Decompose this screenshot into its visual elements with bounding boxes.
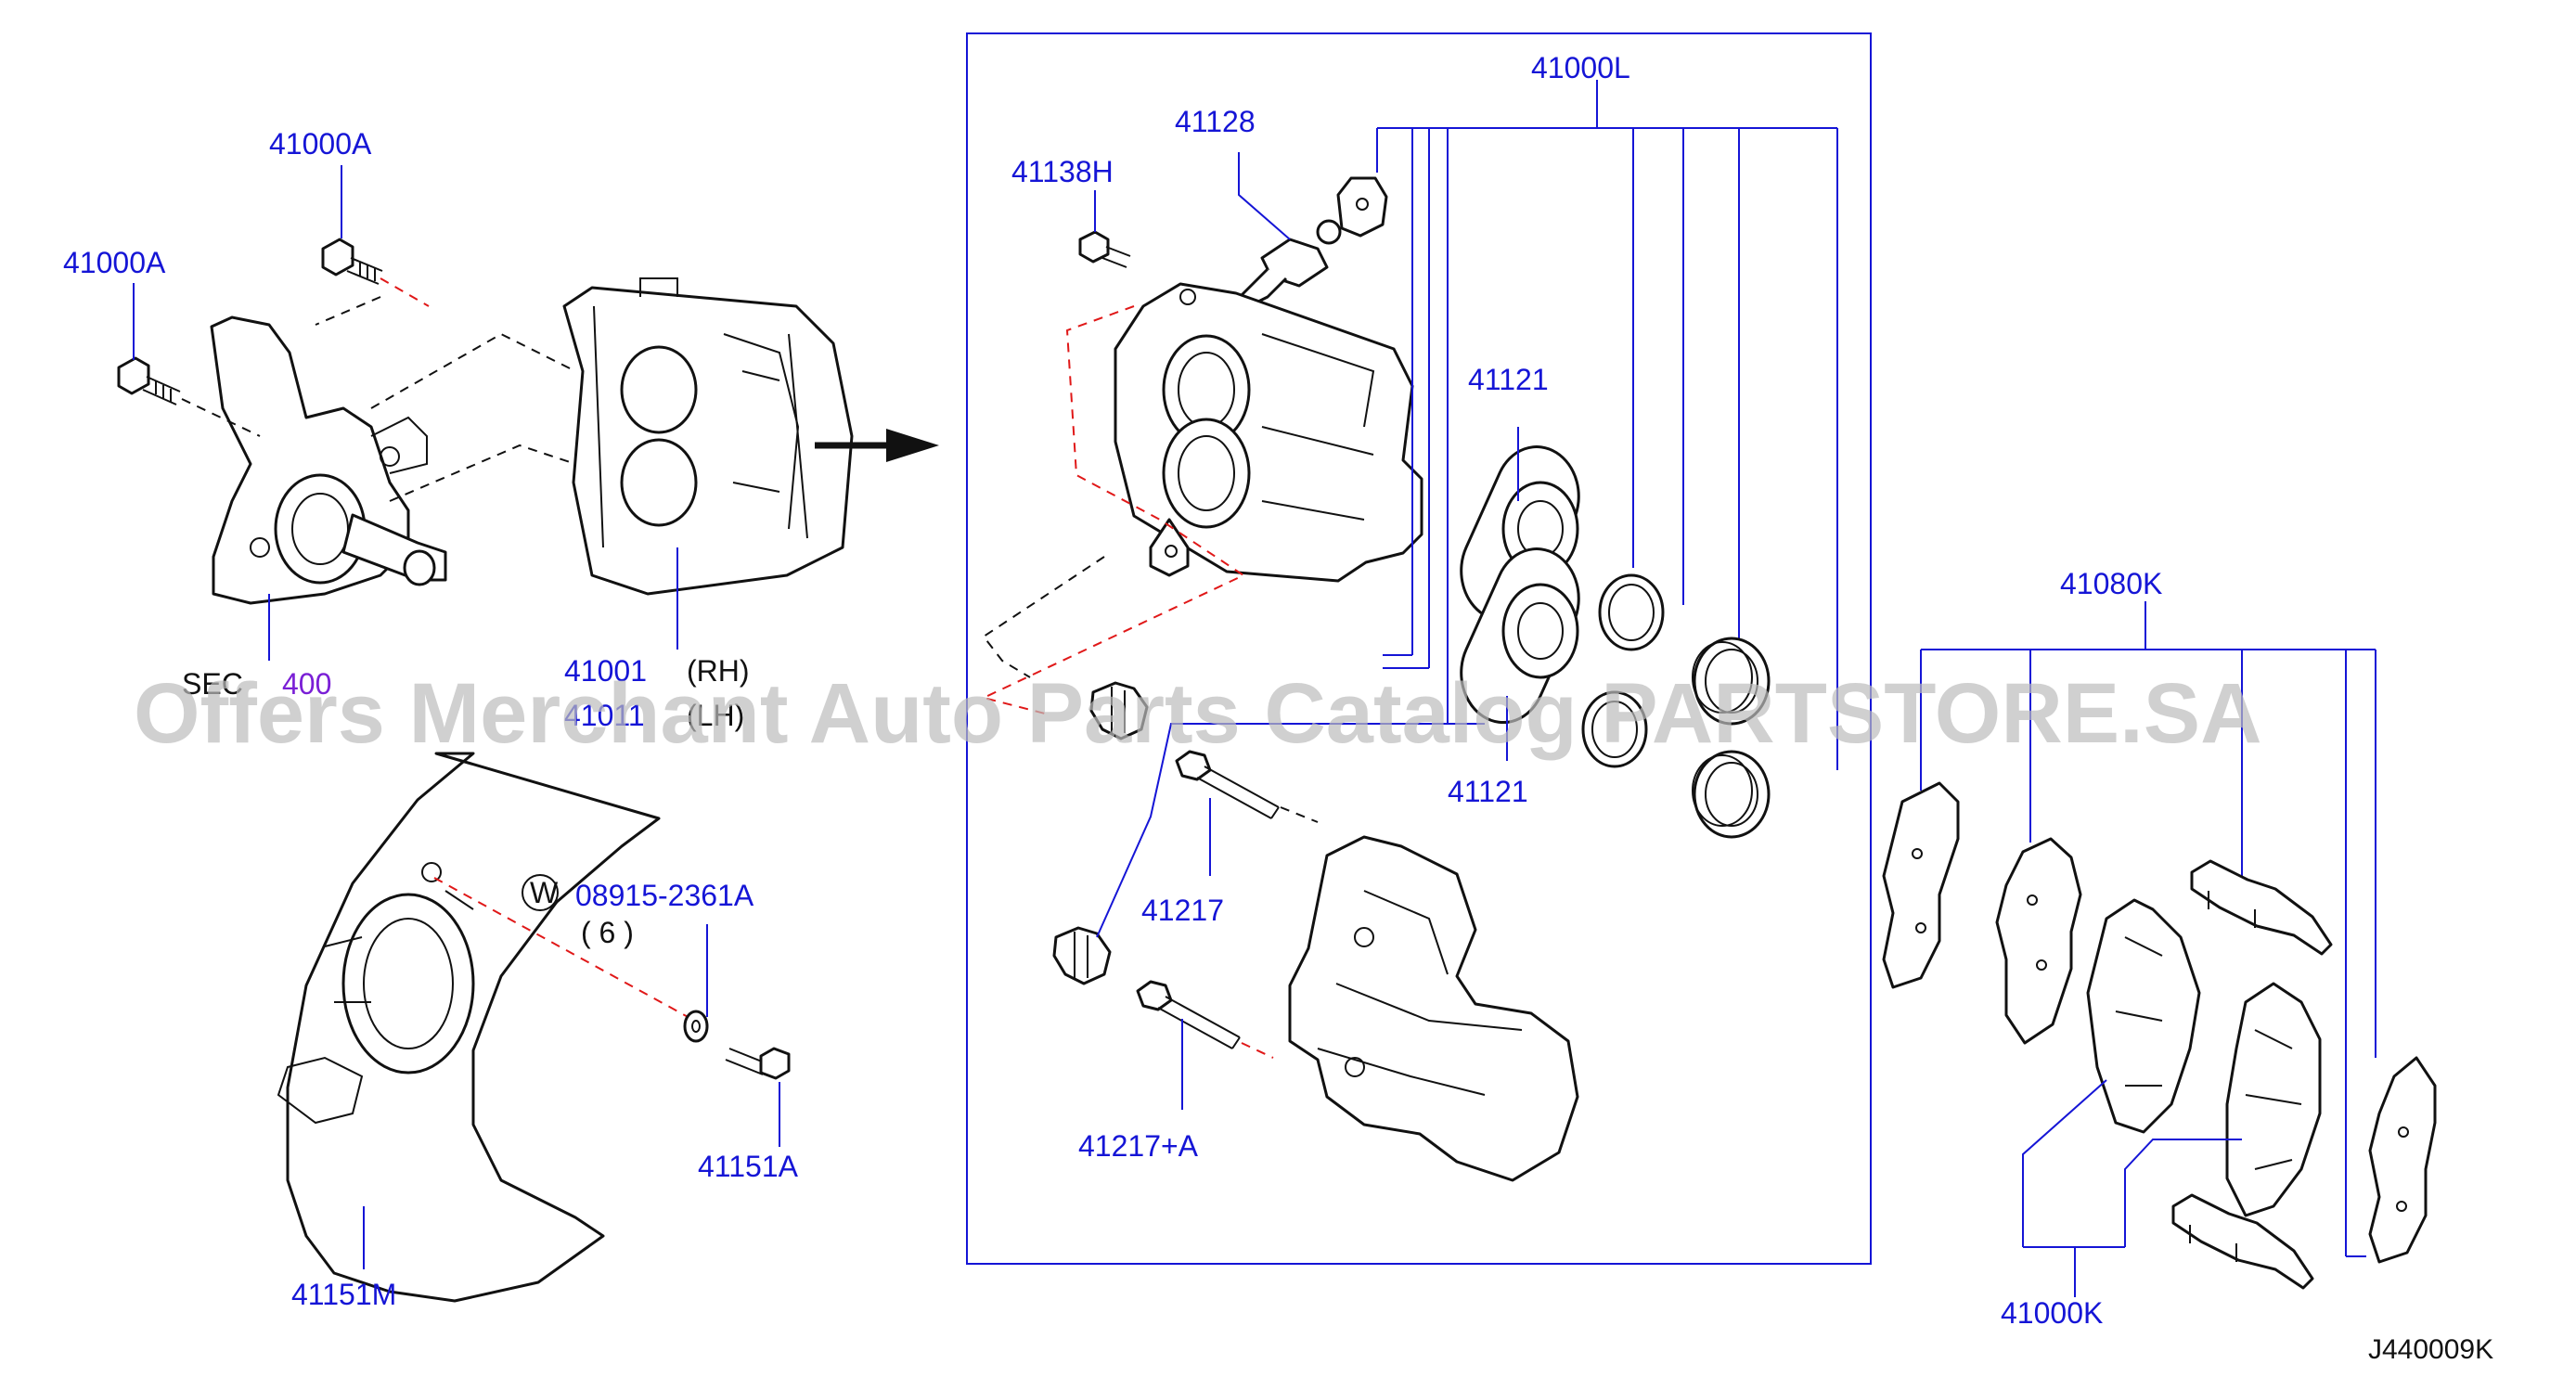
pad-shim-left-2 <box>1995 837 2082 1045</box>
pad-set-bracket <box>2022 1079 2242 1297</box>
bolt-upper <box>321 238 383 285</box>
brake-pad-front <box>2086 898 2201 1134</box>
dust-boot-upper <box>1692 637 1771 726</box>
label-pad-kit[interactable]: 41080K <box>2060 567 2162 600</box>
label-bleeder-bolt[interactable]: 41138H <box>1011 155 1114 188</box>
leader-boot-lower <box>1096 723 1485 938</box>
caliper-body <box>1114 282 1423 583</box>
label-caliper-rh[interactable]: 41001 <box>564 654 647 688</box>
back-plate <box>277 752 661 1303</box>
align-caliper-upper <box>370 332 576 409</box>
label-caliper-rh-side: (RH) <box>687 654 750 688</box>
label-knuckle-section[interactable]: 400 <box>282 667 331 701</box>
pad-clip-lower <box>2171 1193 2314 1290</box>
pad-clip-upper <box>2190 859 2333 956</box>
align-pin-upper <box>1280 806 1319 823</box>
label-washer-qty: ( 6 ) <box>581 916 634 949</box>
brake-pad-rear <box>2225 982 2322 1217</box>
label-piston-upper[interactable]: 41121 <box>1468 363 1549 396</box>
label-bleeder[interactable]: 41128 <box>1175 105 1256 138</box>
direction-arrow <box>815 429 939 462</box>
piston-seal-lower <box>1581 690 1648 768</box>
guide-boot-upper <box>1089 681 1149 740</box>
align-knuckle-lower <box>181 398 261 437</box>
pad-kit-bracket <box>1920 601 2376 1257</box>
washer-marker-circle <box>522 874 559 911</box>
slide-pin-upper <box>1175 750 1280 819</box>
label-washer-part[interactable]: 08915-2361A <box>575 879 754 912</box>
washer <box>683 1010 709 1043</box>
align-pin-lower <box>1241 1042 1274 1059</box>
label-slide-pin[interactable]: 41217 <box>1141 894 1224 927</box>
pad-shim-right <box>2368 1056 2437 1264</box>
seal-kit-bracket <box>1376 80 1838 770</box>
caliper-detail-frame <box>966 32 1872 1265</box>
label-caliper-lh-side: (LH) <box>687 699 744 732</box>
bolt-lower <box>117 356 181 405</box>
dust-boot-lower <box>1692 750 1771 839</box>
label-knuckle-sec: SEC <box>182 667 243 701</box>
bleeder-bolt <box>1078 230 1131 268</box>
steering-knuckle <box>210 315 447 605</box>
piston-lower <box>1460 547 1580 724</box>
label-bolt-upper[interactable]: 41000A <box>269 127 372 161</box>
piston-seal-upper <box>1598 573 1665 651</box>
caliper-assembly-small <box>562 277 854 596</box>
align-knuckle-upper <box>315 296 381 326</box>
label-pad-set[interactable]: 41000K <box>2001 1296 2103 1330</box>
align-red-upper <box>380 277 430 307</box>
bleeder-screw <box>1238 238 1329 308</box>
align-caliper-lower <box>389 444 576 502</box>
label-piston-lower[interactable]: 41121 <box>1448 775 1528 808</box>
label-bolt-lower[interactable]: 41000A <box>63 246 166 279</box>
label-plate-bolt[interactable]: 41151A <box>698 1150 799 1183</box>
caliper-bracket <box>1288 835 1579 1182</box>
label-slide-pin-alt[interactable]: 41217+A <box>1078 1129 1199 1163</box>
align-red-caliper <box>981 305 1246 715</box>
label-seal-kit[interactable]: 41000L <box>1531 51 1630 84</box>
watermark-text: Offers Merchant Auto Parts Catalog PARTS… <box>134 666 2262 761</box>
diagram-reference-code: J440009K <box>2368 1334 2493 1365</box>
slide-pin-lower <box>1136 980 1241 1049</box>
label-caliper-lh[interactable]: 41011 <box>564 699 645 732</box>
label-back-plate[interactable]: 41151M <box>291 1278 396 1311</box>
plate-bolt <box>725 1047 791 1080</box>
label-washer-marker: W <box>530 876 559 909</box>
pad-shim-left-1 <box>1882 781 1960 989</box>
align-caliper-sleeve <box>982 556 1105 678</box>
guide-boot-lower <box>1052 926 1112 985</box>
bleeder-cap <box>1316 176 1388 245</box>
leader-bleeder <box>1238 152 1291 240</box>
